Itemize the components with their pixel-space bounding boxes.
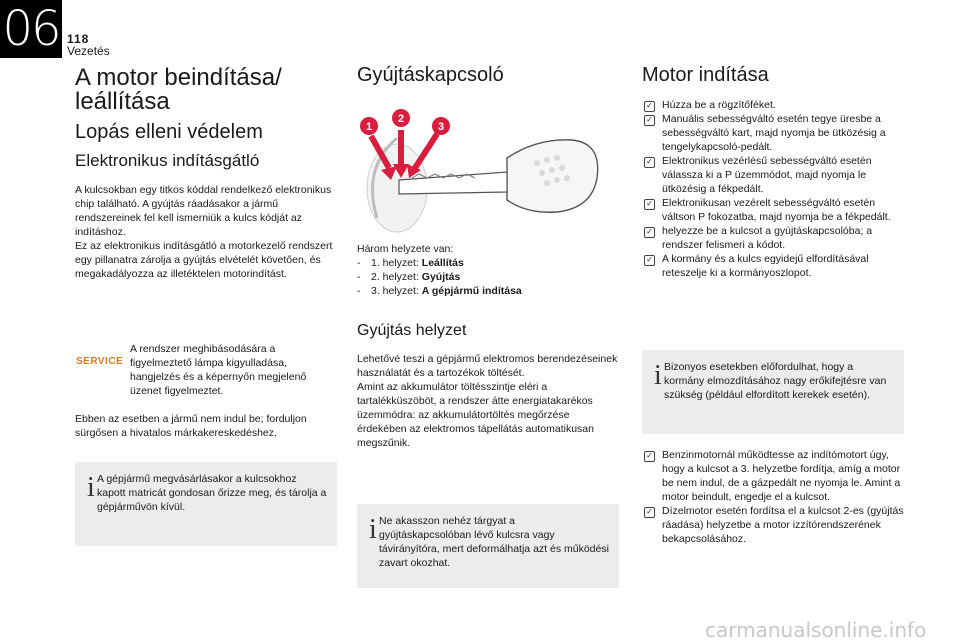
- list-item: ✓Benzinmotornál működtesse az indítómoto…: [642, 448, 904, 504]
- checkbox-icon: ✓: [644, 157, 655, 168]
- info-box-steering: i Bizonyos esetekben előfordulhat, hogy …: [642, 350, 904, 434]
- dealer-advice-text: Ebben az esetben a jármű nem indul be; f…: [75, 413, 307, 439]
- positions-intro: Három helyzete van:: [357, 243, 454, 255]
- checkbox-icon: ✓: [644, 255, 655, 266]
- ignition-switch-title: Gyújtáskapcsoló: [357, 64, 504, 86]
- start-steps-list-2: ✓Benzinmotornál működtesse az indítómoto…: [642, 448, 904, 546]
- rotation-arc: [371, 136, 398, 219]
- positions-block: Három helyzete van: 1. helyzet: Leállítá…: [357, 242, 619, 298]
- badge-label: 1: [366, 121, 372, 133]
- subtitle-immobiliser: Elektronikus indításgátló: [75, 151, 260, 170]
- immobiliser-text: A kulcsokban egy titkos kóddal rendelkez…: [75, 183, 345, 281]
- page-title: A motor beindítása/ leállítása: [75, 64, 282, 115]
- list-item: ✓Dízelmotor esetén fordítsa el a kulcsot…: [642, 504, 904, 546]
- fault-warning-text: A rendszer meghibásodására a figyelmezte…: [130, 343, 307, 397]
- checkbox-icon: ✓: [644, 507, 655, 518]
- checkbox-icon: ✓: [644, 227, 655, 238]
- checkbox-icon: ✓: [644, 199, 655, 210]
- checkbox-icon: ✓: [644, 115, 655, 126]
- list-item: ✓A kormány és a kulcs egyidejű elfordítá…: [642, 252, 904, 280]
- positions-list: 1. helyzet: Leállítás 2. helyzet: Gyújtá…: [357, 256, 619, 298]
- paragraph: Amint az akkumulátor töltésszintje eléri…: [357, 381, 594, 449]
- subtitle-theft-protection: Lopás elleni védelem: [75, 121, 263, 143]
- list-item: 3. helyzet: A gépjármű indítása: [357, 284, 619, 298]
- page-number: 118: [67, 32, 90, 46]
- list-item: ✓helyezze be a kulcsot a gyújtáskapcsoló…: [642, 224, 904, 252]
- position-arrows: [368, 130, 440, 180]
- paragraph: Lehetővé teszi a gépjármű elektromos ber…: [357, 353, 618, 379]
- service-warning-icon: SERVICE: [76, 356, 124, 367]
- ignition-position-text: Lehetővé teszi a gépjármű elektromos ber…: [357, 352, 619, 450]
- info-icon: i: [87, 472, 95, 503]
- badge-label: 2: [398, 113, 404, 125]
- info-box-heavy-objects: i Ne akasszon nehéz tárgyat a gyújtáskap…: [357, 504, 619, 588]
- checkbox-icon: ✓: [644, 451, 655, 462]
- info-text: Ne akasszon nehéz tárgyat a gyújtáskapcs…: [379, 515, 609, 569]
- section-name: Vezetés: [67, 44, 110, 58]
- chapter-tab: 06: [0, 0, 62, 58]
- key-head: [506, 139, 599, 213]
- key-blade: [398, 171, 508, 195]
- key-pattern: [534, 155, 570, 186]
- info-icon: i: [654, 360, 662, 391]
- start-steps-list: ✓Húzza be a rögzítőféket. ✓Manuális sebe…: [642, 98, 904, 280]
- badge-label: 3: [438, 121, 444, 133]
- paragraph: Ez az elektronikus indításgátló a motork…: [75, 240, 333, 280]
- list-item: ✓Elektronikus vezérlésű sebességváltó es…: [642, 154, 904, 196]
- info-text: Bizonyos esetekben előfordulhat, hogy a …: [664, 361, 887, 401]
- info-text: A gépjármű megvásárlásakor a kulcsokhoz …: [97, 473, 327, 513]
- ignition-position-title: Gyújtás helyzet: [357, 322, 467, 339]
- list-item: 2. helyzet: Gyújtás: [357, 270, 619, 284]
- list-item: ✓Manuális sebességváltó esetén tegye üre…: [642, 112, 904, 154]
- paragraph: A kulcsokban egy titkos kóddal rendelkez…: [75, 184, 332, 238]
- info-icon: i: [369, 514, 377, 545]
- checkbox-icon: ✓: [644, 101, 655, 112]
- list-item: ✓Elektronikusan vezérelt sebességváltó e…: [642, 196, 904, 224]
- list-item: 1. helyzet: Leállítás: [357, 256, 619, 270]
- info-box-sticker: i A gépjármű megvásárlásakor a kulcsokho…: [75, 462, 337, 546]
- watermark: carmanualsonline.info: [705, 618, 927, 642]
- list-item: ✓Húzza be a rögzítőféket.: [642, 98, 904, 112]
- ignition-key-figure: 1 2 3: [360, 109, 599, 233]
- key-cuts: [411, 173, 476, 179]
- position-badges: 1 2 3: [360, 109, 450, 135]
- engine-start-title: Motor indítása: [642, 64, 769, 86]
